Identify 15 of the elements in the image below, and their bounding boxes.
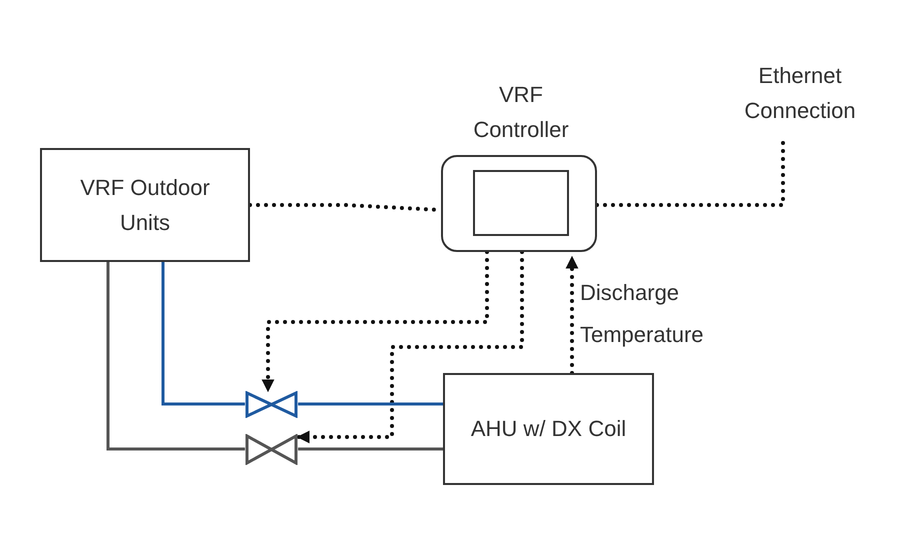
connection-label: Ethernet Connection (743, 62, 857, 126)
signal-line (566, 255, 578, 375)
pipe-line (162, 262, 245, 406)
ahu-box (443, 373, 654, 485)
pipe-line (106, 262, 245, 450)
pipe-line (298, 448, 443, 450)
valve-symbol (245, 434, 298, 465)
signal-line (262, 250, 489, 393)
node-label: VRF Controller (472, 80, 570, 144)
pipe-line (298, 402, 443, 406)
node-label: VRF Outdoor Units (79, 174, 211, 237)
node-label: AHU w/ DX Coil (470, 415, 626, 444)
valve-symbol (245, 391, 298, 418)
outdoor-unit-box (40, 148, 250, 262)
signal-line (296, 250, 524, 444)
